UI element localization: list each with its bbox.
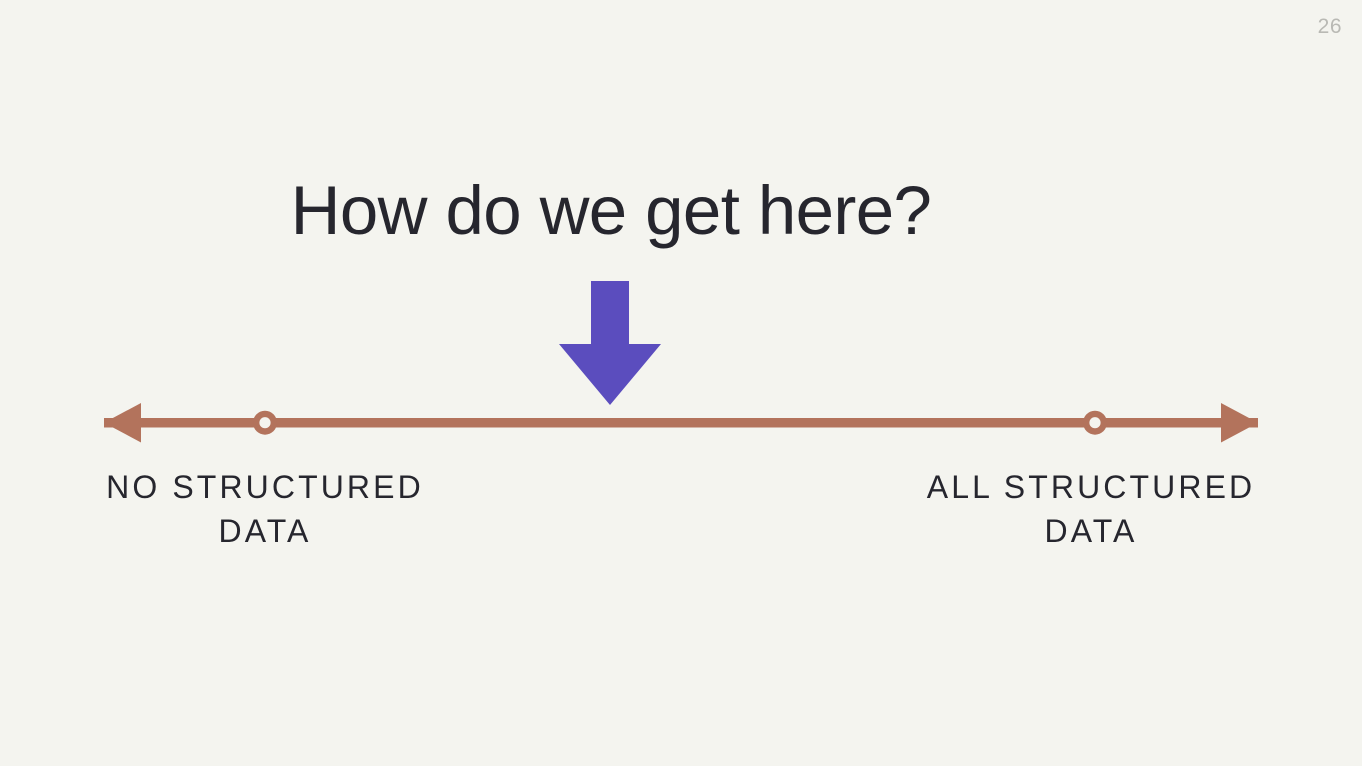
axis-marker-no-structured-data: [253, 410, 277, 435]
axis-line: [104, 418, 1258, 428]
axis-label-all-structured-data: ALL STRUCTURED DATA: [871, 466, 1311, 553]
axis-label-line-1: ALL STRUCTURED: [926, 469, 1256, 505]
page-number: 26: [1317, 15, 1342, 38]
axis-label-line-1: NO STRUCTURED: [106, 469, 424, 505]
axis-label-no-structured-data: NO STRUCTURED DATA: [45, 466, 485, 553]
down-arrow-shape: [559, 281, 661, 405]
axis-label-line-2: DATA: [218, 512, 312, 549]
spectrum-axis: [104, 403, 1258, 443]
axis-marker-all-structured-data: [1083, 410, 1107, 435]
purple-down-arrow-icon: [559, 281, 661, 405]
axis-arrowhead-left-icon: [104, 403, 141, 443]
axis-arrowhead-right-icon: [1221, 403, 1258, 443]
page-title: How do we get here?: [290, 172, 932, 249]
axis-label-line-2: DATA: [1044, 512, 1138, 549]
